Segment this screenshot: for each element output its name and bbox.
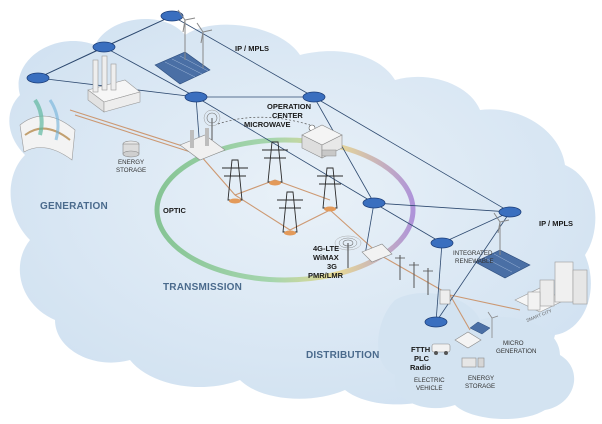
- substation-icon: [179, 109, 226, 161]
- micro-generation-icon: [454, 311, 499, 349]
- router-node: [424, 316, 448, 328]
- label-electric-vehicle: VEHICLE: [416, 385, 442, 392]
- label-radio: Radio: [410, 363, 431, 372]
- transmission-tower-icon: [222, 159, 248, 204]
- electric-vehicle-icon: [431, 343, 451, 355]
- diagram-labels: IP / MPLS OPERATION CENTER MICROWAVE ENE…: [40, 44, 573, 392]
- label-tech: 3G: [327, 262, 337, 271]
- transmission-tower-icon: [317, 167, 343, 212]
- transmission-tower-icon: [277, 191, 303, 236]
- label-tech: WiMAX: [313, 253, 339, 262]
- label-tech: 4G-LTE: [313, 244, 339, 253]
- optic-ring: [154, 137, 416, 283]
- label-integrated-renewable: INTEGRATED: [453, 250, 493, 257]
- label-micro-generation: MICRO: [503, 340, 524, 347]
- router-node: [362, 197, 386, 209]
- label-microwave: MICROWAVE: [244, 120, 291, 129]
- label-electric-vehicle: ELECTRIC: [414, 377, 445, 384]
- transmission-tower-icon: [262, 141, 288, 186]
- label-ftth: FTTH: [411, 345, 430, 354]
- operation-center-icon: [301, 124, 343, 159]
- integrated-renewable-icon: [474, 212, 531, 279]
- label-energy-storage: ENERGY: [118, 159, 144, 166]
- label-transmission: TRANSMISSION: [163, 282, 242, 293]
- label-integrated-renewable: RENEWABLE: [455, 258, 494, 265]
- label-optic: OPTIC: [163, 206, 187, 215]
- label-operation-center: CENTER: [272, 111, 303, 120]
- transmission-towers: [222, 141, 343, 236]
- label-generation: GENERATION: [40, 201, 108, 212]
- label-micro-generation: GENERATION: [496, 348, 536, 355]
- smart-city-icon: [514, 261, 588, 313]
- router-node: [302, 91, 326, 103]
- wind-solar-farm-icon: [154, 9, 213, 85]
- label-ip-mpls-top: IP / MPLS: [235, 44, 269, 53]
- label-plc: PLC: [414, 354, 430, 363]
- router-node: [92, 41, 116, 53]
- label-distribution: DISTRIBUTION: [306, 350, 380, 361]
- distribution-poles: [395, 255, 451, 305]
- router-node: [430, 237, 454, 249]
- label-tech: PMR/LMR: [308, 271, 344, 280]
- energy-storage-tank-icon: [122, 140, 140, 158]
- network-nodes: [26, 10, 522, 328]
- router-node: [498, 206, 522, 218]
- router-node: [26, 72, 50, 84]
- label-ip-mpls-right: IP / MPLS: [539, 219, 573, 228]
- router-node: [160, 10, 184, 22]
- label-energy-storage: STORAGE: [465, 383, 495, 390]
- router-node: [184, 91, 208, 103]
- label-energy-storage: ENERGY: [468, 375, 494, 382]
- label-operation-center: OPERATION: [267, 102, 311, 111]
- radio-tower-icon: [334, 235, 393, 268]
- energy-storage-battery-icon: [461, 357, 485, 368]
- power-plant-icon: [87, 55, 141, 113]
- label-energy-storage: STORAGE: [116, 167, 146, 174]
- hydro-dam-icon: [19, 98, 76, 161]
